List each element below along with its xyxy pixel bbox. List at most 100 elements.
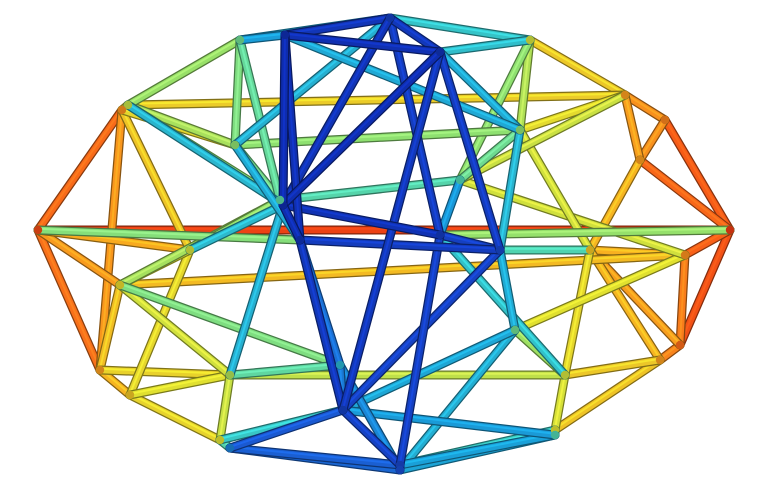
- joint-ur3: [515, 125, 525, 135]
- strut-highlight: [529, 37, 626, 95]
- strut-lr4-c7: [495, 245, 520, 335]
- strut-highlight: [37, 227, 101, 370]
- strut-c4-c5: [278, 200, 305, 245]
- strut-highlight: [239, 32, 286, 40]
- strut-ur3-c7: [495, 125, 525, 255]
- joint-ll1: [215, 435, 225, 445]
- strut-highlight: [679, 252, 686, 345]
- strut-ur3-ur4: [455, 125, 525, 185]
- strut-c2-c3: [385, 13, 445, 57]
- strut-body: [339, 326, 519, 414]
- strut-fl1-fl4: [33, 225, 125, 290]
- strut-highlight: [439, 37, 531, 52]
- strut-highlight: [439, 177, 461, 235]
- joint-fr4: [585, 245, 595, 255]
- strut-highlight: [399, 232, 441, 465]
- strut-highlight: [229, 445, 401, 465]
- strut-ul2-ur2: [123, 90, 630, 110]
- strut-body: [124, 36, 244, 109]
- strut-highlight: [234, 37, 241, 145]
- strut-body: [281, 14, 394, 39]
- strut-ur4-c6: [435, 175, 465, 240]
- strut-highlight: [229, 362, 341, 375]
- joint-fl4: [115, 280, 125, 290]
- strut-highlight: [554, 372, 566, 430]
- strut-body: [96, 366, 234, 379]
- strut-fr1-ur5: [660, 115, 735, 235]
- strut-highlight: [679, 227, 731, 345]
- strut-highlight: [234, 15, 391, 145]
- strut-body: [339, 406, 559, 439]
- strut-highlight: [439, 232, 566, 375]
- joint-ur4: [455, 175, 465, 185]
- strut-highlight: [554, 357, 661, 430]
- strut-highlight: [519, 37, 531, 130]
- strut-ur1-ur2: [525, 35, 630, 100]
- strut-ul1-ul2: [123, 35, 245, 110]
- joint-c8: [338, 405, 348, 415]
- strut-highlight: [564, 247, 591, 375]
- strut-body: [226, 406, 347, 452]
- strut-c4-c6: [278, 200, 445, 240]
- joint-ul4: [275, 195, 285, 205]
- strut-ll2-ll1: [215, 370, 235, 445]
- joint-ll2: [225, 370, 235, 380]
- strut-b3-c8: [338, 405, 560, 440]
- strut-fl3-fl4: [95, 280, 125, 375]
- strut-highlight: [624, 92, 641, 160]
- joint-ll3: [125, 390, 135, 400]
- strut-body: [526, 36, 629, 99]
- strut-highlight: [119, 282, 341, 365]
- strut-ur2-ur5: [620, 90, 670, 125]
- strut-highlight: [499, 127, 521, 250]
- strut-fl1-fl3: [33, 225, 105, 375]
- joint-fr1: [725, 225, 735, 235]
- strut-b3-c9: [395, 430, 560, 470]
- strut-highlight: [282, 32, 286, 205]
- strut-lr4-fr3: [510, 250, 690, 335]
- strut-c3-ur1: [435, 35, 535, 57]
- strut-highlight: [342, 327, 516, 410]
- joint-lr2: [560, 370, 570, 380]
- strut-body: [116, 281, 344, 369]
- strut-highlight: [664, 117, 731, 230]
- nodes-layer: [33, 13, 735, 475]
- strut-body: [561, 356, 664, 379]
- joint-c5: [295, 235, 305, 245]
- strut-ul1-ul3: [230, 35, 245, 150]
- strut-highlight: [127, 102, 236, 145]
- joint-ul3: [230, 140, 240, 150]
- strut-c8-c9: [338, 405, 405, 470]
- strut-fr1-fr5: [635, 155, 735, 235]
- joint-ul2: [123, 100, 133, 110]
- strut-body: [396, 431, 559, 469]
- joint-fl2: [117, 105, 127, 115]
- strut-body: [436, 226, 734, 239]
- strut-highlight: [639, 117, 666, 160]
- joint-c6: [435, 230, 445, 240]
- strut-fr5-ur5: [635, 115, 670, 165]
- strut-fr5-ur2: [620, 90, 645, 165]
- strut-highlight: [129, 372, 231, 395]
- joint-fl1: [33, 225, 43, 235]
- strut-highlight: [299, 237, 501, 250]
- strut-body: [281, 31, 444, 56]
- joint-fl5: [185, 245, 195, 255]
- strut-highlight: [282, 49, 441, 205]
- strut-highlight: [514, 252, 686, 330]
- strut-fl3-ll2: [95, 365, 235, 380]
- strut-highlight: [37, 227, 301, 240]
- strut-ul1-c1: [235, 30, 290, 45]
- strut-body: [126, 371, 234, 399]
- joint-lr3: [655, 355, 665, 365]
- strut-highlight: [129, 392, 221, 440]
- strut-highlight: [127, 37, 241, 105]
- joint-c7: [495, 245, 505, 255]
- joint-ur2: [620, 90, 630, 100]
- strut-ll3-ll2: [125, 370, 235, 400]
- strut-c5-c7: [295, 235, 505, 255]
- strut-fr2-fr3: [675, 250, 690, 350]
- strut-highlight: [589, 247, 681, 345]
- strut-highlight: [499, 247, 516, 330]
- strut-highlight: [342, 407, 556, 435]
